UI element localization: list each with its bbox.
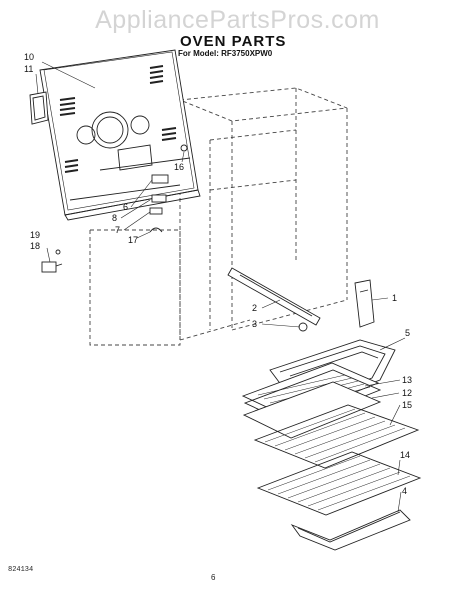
broiler-pan xyxy=(241,362,382,439)
callout-5: 5 xyxy=(405,328,410,338)
callout-13: 13 xyxy=(402,375,412,385)
oven-rack-14 xyxy=(256,451,422,516)
oven-rack-15 xyxy=(253,404,420,469)
page-number: 6 xyxy=(211,573,216,582)
callout-1: 1 xyxy=(392,293,397,303)
callout-3: 3 xyxy=(252,319,257,329)
bake-element-4 xyxy=(290,509,411,551)
sensor-plug-18 xyxy=(41,249,63,273)
callout-labels: 10 11 16 6 8 7 17 19 18 1 2 3 5 13 12 15… xyxy=(24,52,412,496)
callout-12: 12 xyxy=(402,388,412,398)
callout-17: 17 xyxy=(128,235,138,245)
callout-14: 14 xyxy=(400,450,410,460)
callout-10: 10 xyxy=(24,52,34,62)
oven-cavity-outline xyxy=(89,87,348,346)
page-title: OVEN PARTS xyxy=(180,33,287,50)
callout-18: 18 xyxy=(30,241,40,251)
callout-6: 6 xyxy=(123,202,128,212)
callout-4: 4 xyxy=(402,486,407,496)
terminal-block-parts xyxy=(149,144,188,233)
panel-part-1 xyxy=(354,279,375,328)
callout-15: 15 xyxy=(402,400,412,410)
callout-16: 16 xyxy=(174,162,184,172)
callout-2: 2 xyxy=(252,303,257,313)
side-rail-2 xyxy=(227,267,321,332)
model-subtitle: For Model: RF3750XPW0 xyxy=(178,49,273,58)
callout-8: 8 xyxy=(112,213,117,223)
callout-19: 19 xyxy=(30,230,40,240)
watermark-text: AppliancePartsPros.com xyxy=(95,6,380,34)
document-number: 824134 xyxy=(8,566,34,574)
callout-11: 11 xyxy=(24,64,33,74)
back-panel xyxy=(39,49,201,221)
callout-7: 7 xyxy=(115,225,120,235)
bracket-11 xyxy=(29,91,49,125)
leader-lines xyxy=(35,61,406,513)
